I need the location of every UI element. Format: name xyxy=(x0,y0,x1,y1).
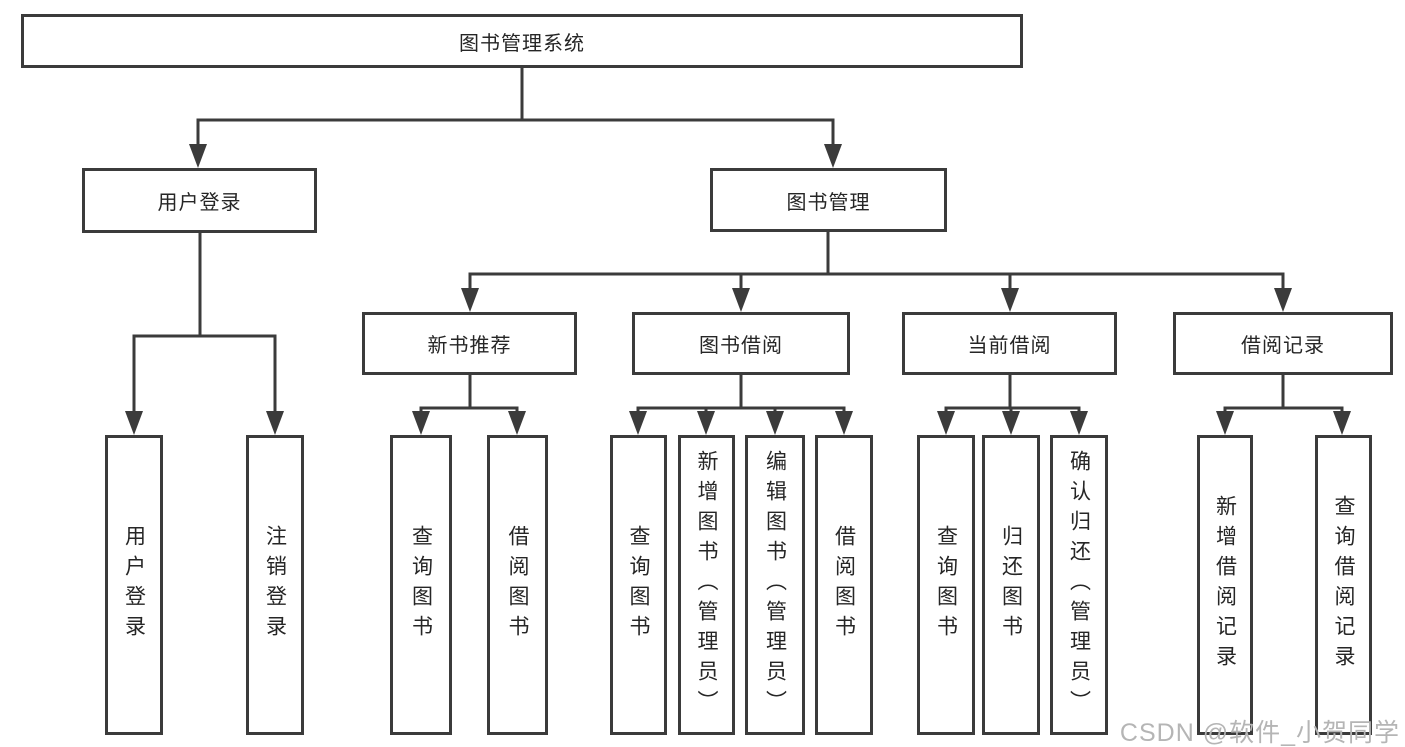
leaf-query-books-current: 查询图书 xyxy=(917,435,975,735)
node-label: 注销登录 xyxy=(263,525,287,645)
node-label: 图书管理 xyxy=(786,191,871,214)
node-label: 用户登录 xyxy=(122,525,146,645)
leaf-confirm-return-admin: 确认归还（管理员） xyxy=(1050,435,1108,735)
node-label: 借阅图书 xyxy=(506,525,529,645)
node-label: 查询图书 xyxy=(627,525,650,645)
node-label: 图书借阅 xyxy=(699,335,783,357)
leaf-edit-books-admin: 编辑图书（管理员） xyxy=(745,435,805,735)
node-label: 查询借阅记录 xyxy=(1332,495,1355,675)
node-label: 新书推荐 xyxy=(427,335,512,357)
leaf-query-books-recommend: 查询图书 xyxy=(390,435,452,735)
connector-root-to-level2 xyxy=(189,66,842,168)
leaf-logout: 注销登录 xyxy=(246,435,304,735)
csdn-watermark: CSDN @软件_小贺同学 xyxy=(1119,719,1400,747)
node-user-login: 用户登录 xyxy=(82,168,317,233)
leaf-query-borrow-record: 查询借阅记录 xyxy=(1315,435,1372,735)
connector-bookborrow-to-leaves xyxy=(629,373,853,435)
node-current-borrowing: 当前借阅 xyxy=(902,312,1117,375)
node-label: 借阅记录 xyxy=(1241,335,1325,357)
leaf-borrow-books: 借阅图书 xyxy=(815,435,873,735)
node-borrowing-records: 借阅记录 xyxy=(1173,312,1393,375)
connector-borrowrecord-to-leaves xyxy=(1216,373,1351,435)
node-label: 当前借阅 xyxy=(967,335,1052,357)
node-label: 查询图书 xyxy=(934,525,958,645)
node-label: 归还图书 xyxy=(999,525,1023,645)
node-book-borrowing: 图书借阅 xyxy=(632,312,850,375)
node-label: 新增借阅记录 xyxy=(1213,495,1237,675)
leaf-query-books-borrow: 查询图书 xyxy=(610,435,667,735)
node-root: 图书管理系统 xyxy=(21,14,1023,68)
connector-currentborrow-to-leaves xyxy=(937,373,1088,435)
leaf-user-login: 用户登录 xyxy=(105,435,163,735)
node-label: 编辑图书（管理员） xyxy=(763,450,787,720)
node-label: 查询图书 xyxy=(409,525,433,645)
node-label: 新增图书（管理员） xyxy=(695,450,718,720)
leaf-add-books-admin: 新增图书（管理员） xyxy=(678,435,735,735)
node-book-management: 图书管理 xyxy=(710,168,947,232)
node-label: 借阅图书 xyxy=(832,525,856,645)
connector-newbook-to-leaves xyxy=(412,373,526,435)
node-label: 图书管理系统 xyxy=(459,32,585,55)
node-label: 用户登录 xyxy=(157,192,242,214)
connector-bookmgmt-to-level3 xyxy=(461,230,1292,312)
node-new-book-recommendation: 新书推荐 xyxy=(362,312,577,375)
leaf-borrow-books-recommend: 借阅图书 xyxy=(487,435,548,735)
node-label: 确认归还（管理员） xyxy=(1067,450,1091,720)
connector-userlogin-to-leaves xyxy=(125,231,284,435)
leaf-return-books: 归还图书 xyxy=(982,435,1040,735)
leaf-add-borrow-record: 新增借阅记录 xyxy=(1197,435,1253,735)
